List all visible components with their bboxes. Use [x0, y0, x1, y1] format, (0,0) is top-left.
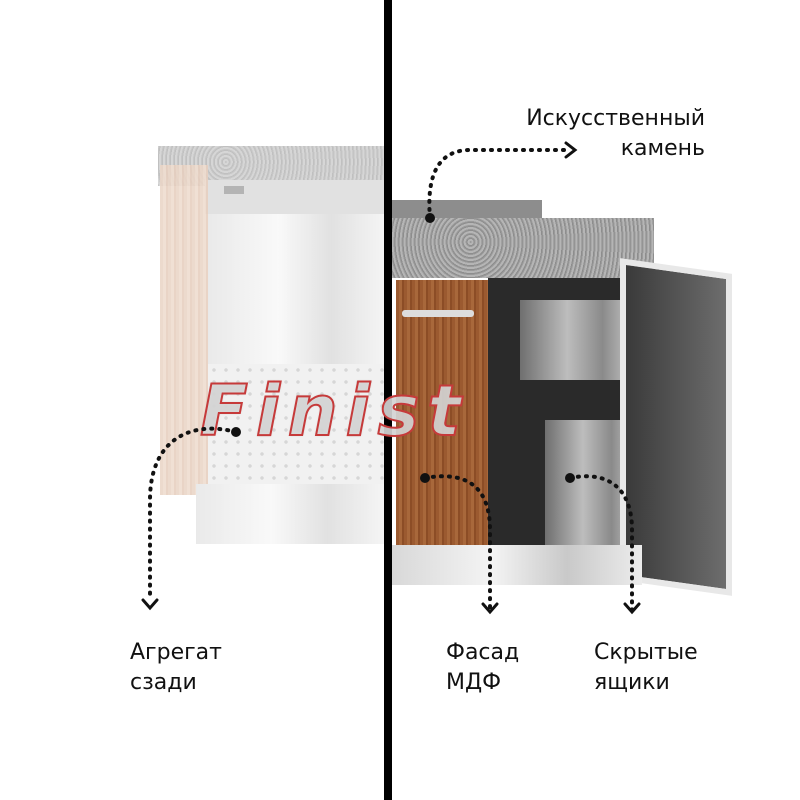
- front-plinth: [392, 545, 642, 585]
- label-rear-unit: Агрегат сзади: [130, 638, 222, 698]
- countertop-front: [392, 218, 654, 278]
- label-line: сзади: [130, 670, 197, 695]
- label-mdf-facade: Фасад МДФ: [446, 638, 519, 698]
- mdf-facade[interactable]: [396, 280, 488, 570]
- label-hidden-drawers: Скрытые ящики: [594, 638, 698, 698]
- base-plinth: [196, 484, 384, 544]
- label-line: Фасад: [446, 640, 520, 665]
- label-line: Агрегат: [130, 640, 222, 665]
- label-line: камень: [620, 136, 705, 161]
- countertop-rear: [158, 146, 384, 186]
- label-line: ящики: [594, 670, 670, 695]
- label-line: Скрытые: [594, 640, 698, 665]
- upper-drawer[interactable]: [520, 300, 638, 380]
- label-artificial-stone: Искусственный камень: [526, 104, 705, 164]
- label-line: Искусственный: [526, 106, 705, 131]
- label-line: МДФ: [446, 670, 502, 695]
- watermark-logo: Finist: [199, 369, 469, 453]
- side-panel: [160, 165, 208, 495]
- facade-handle[interactable]: [402, 310, 474, 317]
- divider-line: [384, 0, 392, 800]
- controller-display: [224, 186, 244, 194]
- rear-panel: [208, 214, 384, 364]
- ventilation-grille: [208, 364, 384, 484]
- backsplash: [205, 180, 384, 214]
